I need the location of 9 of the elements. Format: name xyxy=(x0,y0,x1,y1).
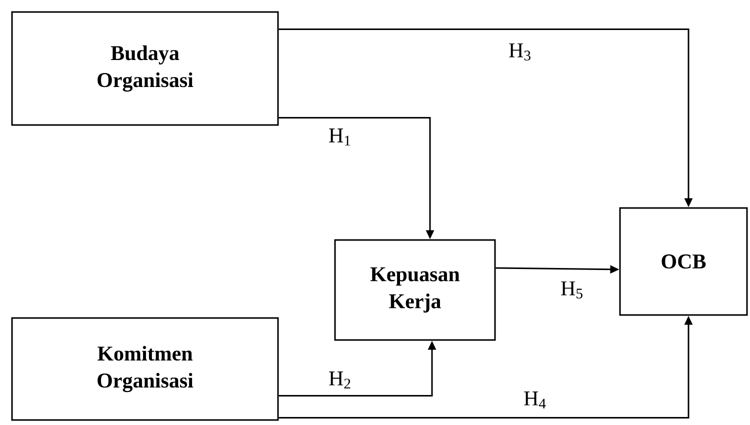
variable-box: Budaya Organisasi xyxy=(11,11,279,126)
edge-label: H$_{4}$ xyxy=(522,390,548,410)
edge-label: H$_{3}$ xyxy=(508,42,532,62)
edge-label: H$_{1}$ xyxy=(328,128,352,146)
variable-box: Komitmen Organisasi xyxy=(11,317,279,421)
variable-box: Kepuasan Kerja xyxy=(334,239,496,341)
edge-label: H$_{5}$ xyxy=(560,280,584,300)
edge-label: H$_{2}$ xyxy=(328,370,352,390)
variable-box: OCB xyxy=(619,207,748,316)
